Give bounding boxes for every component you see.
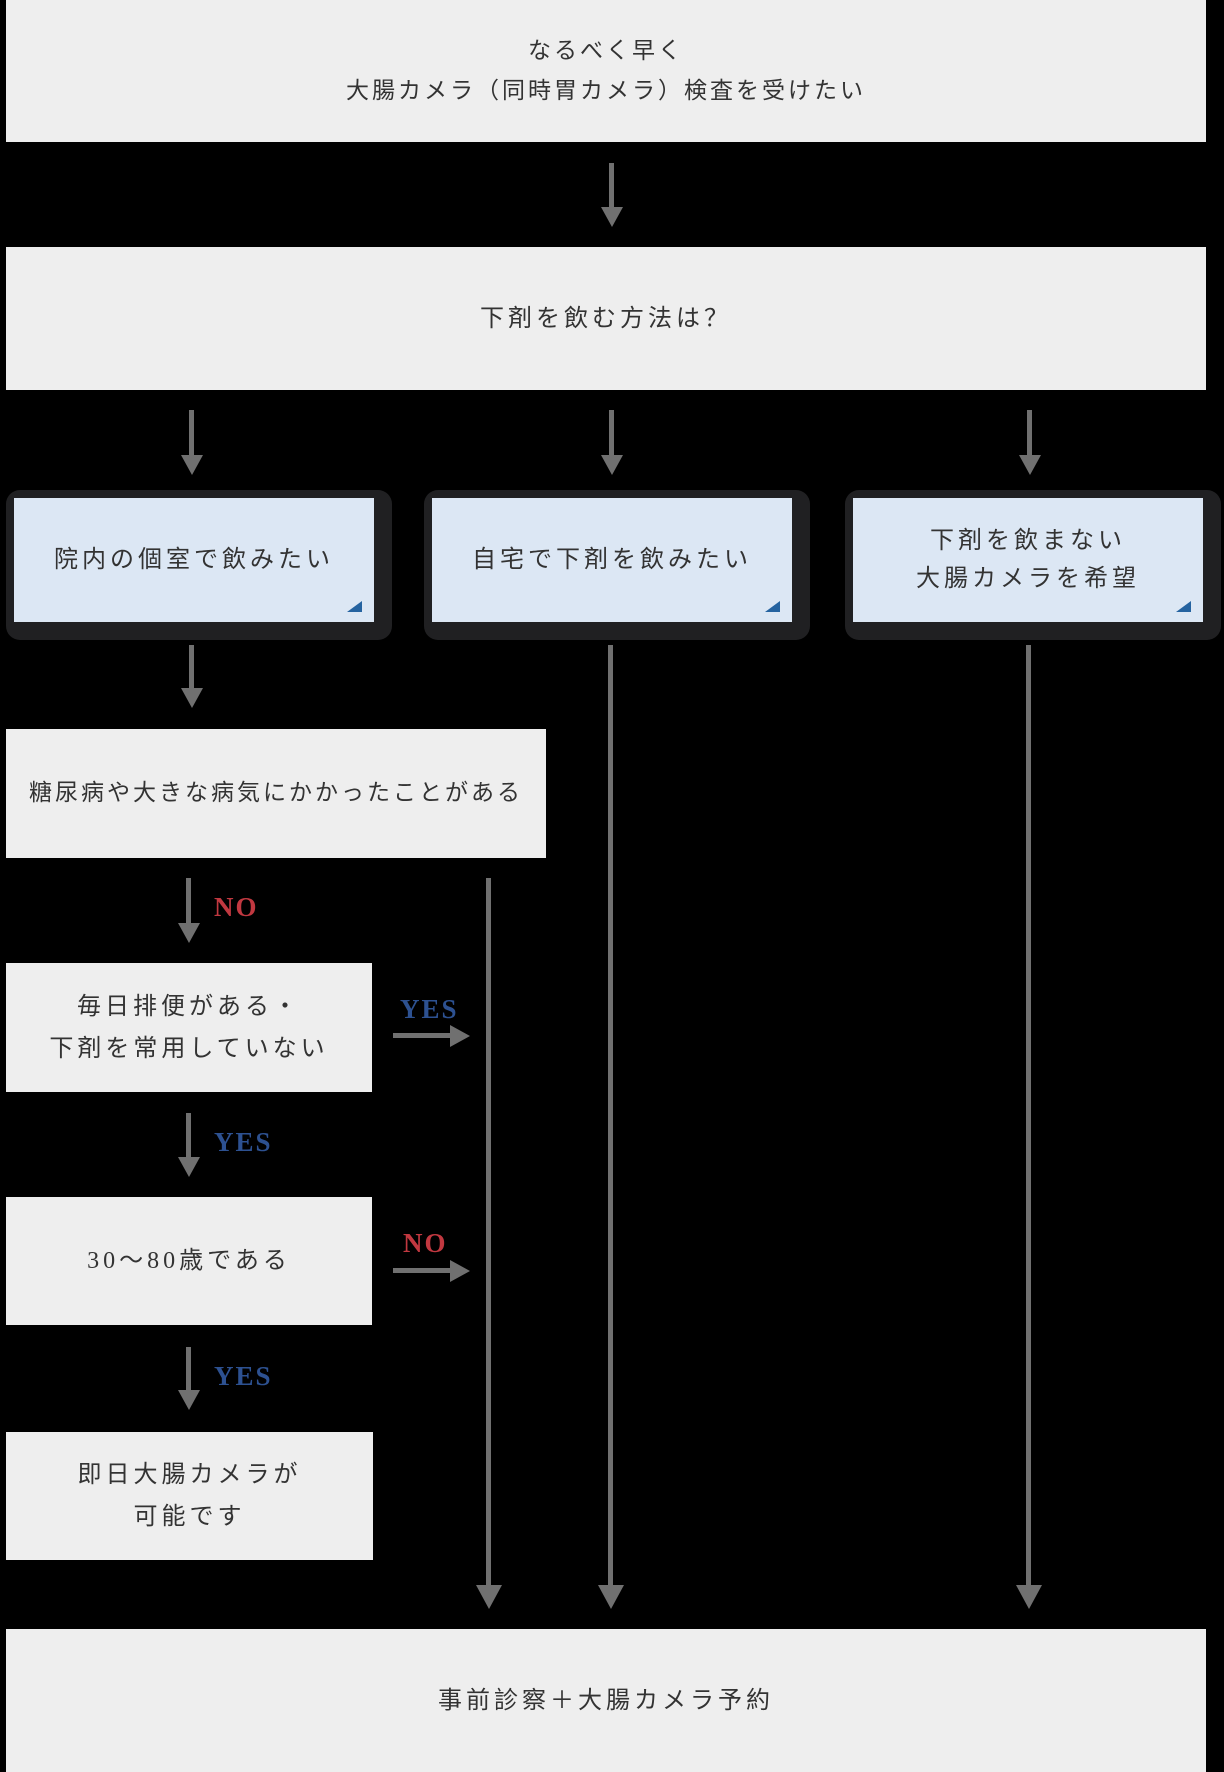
age-check-label: 30〜80歳である [87, 1248, 291, 1274]
edge-label-bowel-yes-bypass: YES [400, 994, 459, 1024]
bowel-check-line1: 毎日排便がある・ [77, 993, 301, 1020]
arrow-bypass-to-final [486, 878, 491, 1585]
arrow-no-laxative-to-final [1026, 645, 1031, 1585]
link-corner-icon [765, 601, 780, 612]
edge-label-age-yes: YES [214, 1361, 273, 1391]
age-check-node: 30〜80歳である [6, 1197, 372, 1325]
option-clinic-label: 院内の個室で飲みたい [54, 546, 334, 573]
question-node: 下剤を飲む方法は？ [6, 247, 1206, 390]
link-corner-icon [347, 601, 362, 612]
edge-label-age-no: NO [403, 1228, 448, 1258]
question-label: 下剤を飲む方法は？ [480, 305, 732, 332]
link-corner-icon [1176, 601, 1191, 612]
arrow-bowel-yes-bypass [393, 1033, 450, 1038]
arrow-start-to-question [609, 163, 614, 207]
arrow-age-to-result [186, 1347, 191, 1390]
final-label: 事前診察＋大腸カメラ予約 [438, 1687, 774, 1714]
arrow-age-no-bypass [393, 1268, 450, 1273]
start-line2: 大腸カメラ（同時胃カメラ）検査を受けたい [346, 78, 866, 103]
edge-label-disease-no: NO [214, 892, 259, 922]
final-node: 事前診察＋大腸カメラ予約 [6, 1629, 1206, 1772]
bowel-check-line2: 下剤を常用していない [49, 1035, 329, 1062]
option-clinic-button[interactable]: 院内の個室で飲みたい [6, 490, 392, 640]
option-clinic-panel: 院内の個室で飲みたい [14, 498, 374, 622]
arrow-clinic-to-disease [189, 645, 194, 688]
arrow-bowel-to-age [186, 1113, 191, 1157]
bowel-check-node: 毎日排便がある・ 下剤を常用していない [6, 963, 372, 1092]
disease-check-node: 糖尿病や大きな病気にかかったことがある [6, 729, 546, 858]
option-home-panel: 自宅で下剤を飲みたい [432, 498, 792, 622]
arrow-question-to-clinic [189, 410, 194, 455]
option-no-laxative-line2: 大腸カメラを希望 [916, 566, 1140, 592]
option-home-label: 自宅で下剤を飲みたい [472, 546, 752, 573]
edge-label-bowel-yes: YES [214, 1127, 273, 1157]
arrow-disease-to-bowel [186, 878, 191, 923]
sameday-result-line2: 可能です [133, 1504, 246, 1530]
start-line1: なるべく早く [528, 37, 684, 63]
option-no-laxative-button[interactable]: 下剤を飲まない 大腸カメラを希望 [845, 490, 1221, 640]
start-node: なるべく早く 大腸カメラ（同時胃カメラ）検査を受けたい [6, 0, 1206, 142]
option-no-laxative-line1: 下剤を飲まない [930, 527, 1126, 554]
disease-check-label: 糖尿病や大きな病気にかかったことがある [29, 780, 523, 806]
arrow-question-to-home [609, 410, 614, 455]
sameday-result-line1: 即日大腸カメラが [77, 1462, 302, 1488]
sameday-result-node: 即日大腸カメラが 可能です [6, 1432, 373, 1560]
arrow-home-to-final [608, 645, 613, 1585]
option-no-laxative-panel: 下剤を飲まない 大腸カメラを希望 [853, 498, 1203, 622]
option-home-button[interactable]: 自宅で下剤を飲みたい [424, 490, 810, 640]
arrow-question-to-no-laxative [1027, 410, 1032, 455]
